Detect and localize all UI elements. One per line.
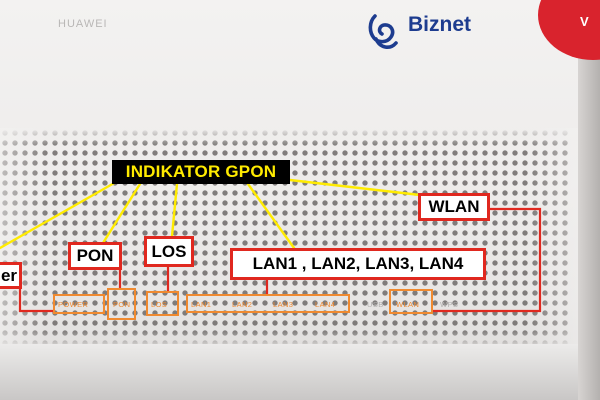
gpon-indicator-title: INDIKATOR GPON bbox=[112, 160, 290, 184]
callout-power: er bbox=[0, 262, 22, 289]
panel-label-lan4: LAN4 bbox=[315, 300, 336, 309]
connector-power-red bbox=[18, 286, 53, 313]
panel-label-lan2: LAN2 bbox=[232, 300, 253, 309]
brand-label: HUAWEI bbox=[58, 18, 108, 30]
lan-led-highlight bbox=[186, 294, 350, 313]
panel-label-power: POWER bbox=[58, 300, 89, 309]
connector-pon bbox=[101, 182, 142, 245]
biznet-swirl-icon bbox=[368, 14, 398, 49]
corner-badge-text: V bbox=[580, 14, 589, 29]
callout-lan: LAN1 , LAN2, LAN3, LAN4 bbox=[230, 248, 486, 280]
callout-pon: PON bbox=[68, 242, 122, 270]
los-led-highlight bbox=[146, 291, 179, 316]
panel-label-los: LOS bbox=[151, 300, 168, 309]
panel-label-lan1: LAN1 bbox=[191, 300, 212, 309]
connector-power bbox=[0, 180, 118, 250]
connector-wlan-red bbox=[433, 207, 542, 313]
panel-label-usb: USB bbox=[367, 300, 384, 309]
callout-los: LOS bbox=[144, 236, 194, 267]
panel-label-lan3: LAN3 bbox=[273, 300, 294, 309]
panel-label-wps: WPS bbox=[440, 300, 459, 309]
connector-lan bbox=[246, 182, 296, 250]
connector-wlan bbox=[288, 178, 422, 197]
panel-label-pon: PON bbox=[113, 300, 131, 309]
router-front-edge bbox=[0, 344, 600, 400]
router-side-edge bbox=[578, 30, 600, 400]
callout-wlan: WLAN bbox=[418, 193, 490, 221]
wlan-led-highlight bbox=[389, 289, 433, 314]
isp-logo-text: Biznet bbox=[408, 13, 471, 36]
panel-label-wlan: WLAN bbox=[396, 300, 420, 309]
pon-led-highlight bbox=[107, 288, 136, 320]
connector-los bbox=[170, 182, 179, 238]
power-led-highlight bbox=[53, 294, 105, 314]
